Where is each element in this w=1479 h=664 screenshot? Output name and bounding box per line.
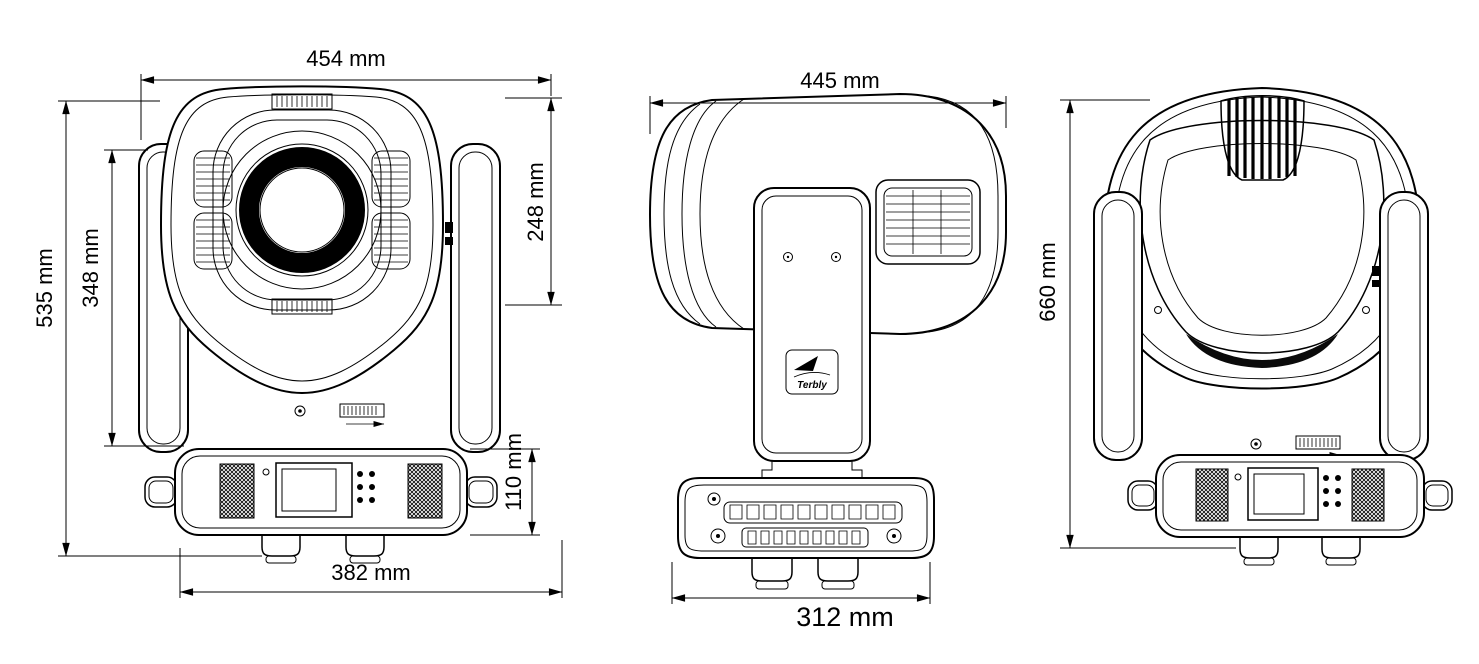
front-base (144, 448, 498, 536)
rear-display-screen (1253, 473, 1305, 515)
side-view: Terbly (648, 92, 1007, 590)
front-right-arm (450, 143, 501, 453)
rear-base (1127, 454, 1453, 538)
rear-cover-contours (1139, 119, 1385, 368)
front-lens (222, 130, 382, 290)
front-left-ribs (193, 150, 233, 270)
side-clamps (751, 558, 859, 590)
front-base-height-label: 110 mm (501, 433, 526, 511)
dim-front-width: 454 mm (140, 46, 552, 140)
dim-front-overall-height: 535 mm (32, 100, 262, 557)
brand-logo-mark (794, 356, 818, 371)
brand-logo-plate: Terbly (785, 349, 839, 395)
rear-left-vent (1195, 468, 1229, 522)
dim-side-base-depth: 312 mm (671, 562, 931, 632)
front-right-ribs (371, 150, 411, 270)
rear-heatsink-fins (1220, 95, 1305, 181)
side-connector-strip (723, 501, 903, 524)
rear-overall-height-label: 660 mm (1035, 242, 1060, 321)
side-depth-label: 445 mm (800, 68, 879, 93)
side-back-contour (927, 95, 999, 333)
dim-rear-overall-height: 660 mm (1035, 99, 1236, 549)
rear-right-vent (1351, 468, 1385, 522)
side-base (677, 477, 935, 559)
rear-shadow-band (1186, 334, 1338, 368)
front-head-height-label: 248 mm (523, 162, 548, 241)
front-view (138, 85, 501, 564)
front-display (275, 462, 353, 518)
front-right-vent (407, 463, 443, 519)
dim-front-base-width: 382 mm (179, 540, 563, 598)
front-width-label: 454 mm (306, 46, 385, 71)
rear-feet (1239, 537, 1361, 566)
front-top-grille (271, 93, 333, 110)
front-latch (445, 222, 453, 245)
front-menu-buttons (357, 471, 375, 503)
dim-front-base-height: 110 mm (470, 433, 540, 536)
front-head-outline (159, 85, 445, 395)
rear-yoke-markings (1250, 435, 1341, 458)
front-overall-height-label: 535 mm (32, 248, 57, 327)
side-lower-strip (741, 527, 869, 548)
side-fan-grille (875, 179, 981, 265)
front-feet (261, 535, 385, 564)
front-base-width-label: 382 mm (331, 560, 410, 585)
rear-menu-buttons (1323, 475, 1341, 507)
front-yoke-height-label: 348 mm (78, 228, 103, 307)
rear-view (1093, 86, 1453, 566)
brand-logo-text: Terbly (797, 380, 827, 391)
rear-yoke-arms (1093, 191, 1429, 461)
front-left-vent (219, 463, 255, 519)
rear-left-arm (1093, 191, 1143, 461)
dim-side-depth: 445 mm (649, 68, 1007, 134)
dimension-annotations: 454 mm 535 mm 348 mm 248 mm 110 mm 382 m… (32, 46, 1236, 632)
dim-front-yoke-height: 348 mm (78, 149, 184, 447)
rear-display (1247, 467, 1319, 521)
side-base-depth-label: 312 mm (796, 602, 894, 632)
rear-right-arm (1379, 191, 1429, 461)
front-yoke-markings (294, 403, 385, 427)
front-display-screen (281, 468, 337, 512)
side-yoke-arm: Terbly (753, 187, 871, 478)
side-lens-bezel-rings (663, 98, 745, 330)
rear-latch (1372, 266, 1381, 276)
front-bottom-grille (271, 298, 333, 315)
dim-front-head-height: 248 mm (505, 97, 562, 306)
